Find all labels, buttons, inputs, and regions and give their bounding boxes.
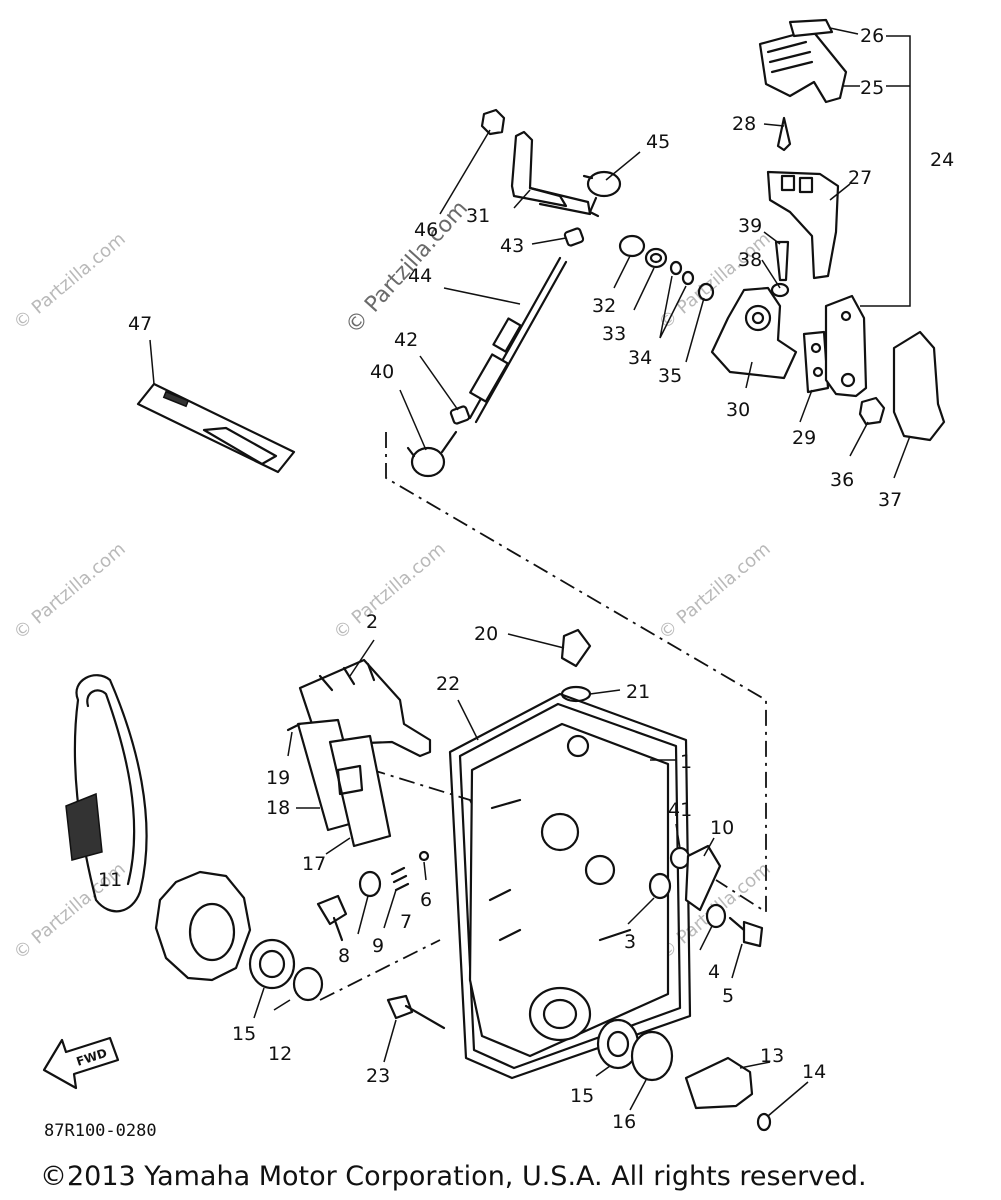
label-plate xyxy=(136,382,296,474)
watermark: © Partzilla.com xyxy=(330,538,450,643)
callout-23: 23 xyxy=(366,1065,390,1087)
case-assembly xyxy=(42,628,772,1132)
callout-47: 47 xyxy=(128,313,152,335)
callout-33: 33 xyxy=(602,323,626,345)
callout-16: 16 xyxy=(612,1111,636,1133)
callout-17: 17 xyxy=(302,853,326,875)
callout-19: 19 xyxy=(266,767,290,789)
callout-32: 32 xyxy=(592,295,616,317)
drawing-code: 87R100-0280 xyxy=(44,1121,157,1141)
callout-27: 27 xyxy=(848,167,872,189)
watermark: © Partzilla.com xyxy=(10,228,130,333)
callout-44: 44 xyxy=(408,265,432,287)
callout-30: 30 xyxy=(726,399,750,421)
callout-6: 6 xyxy=(420,889,432,911)
callout-4: 4 xyxy=(708,961,720,983)
callout-15: 15 xyxy=(232,1023,256,1045)
watermark: © Partzilla.com xyxy=(341,196,473,339)
shift-linkage-assembly xyxy=(406,18,946,478)
watermark: © Partzilla.com xyxy=(655,538,775,643)
callout-labels: 26 25 28 45 24 27 46 31 39 43 38 44 32 4… xyxy=(75,25,955,1133)
watermark: © Partzilla.com xyxy=(10,538,130,643)
callout-18: 18 xyxy=(266,797,290,819)
callout-36: 36 xyxy=(830,469,854,491)
callout-29: 29 xyxy=(792,427,816,449)
callout-31: 31 xyxy=(466,205,490,227)
callout-35: 35 xyxy=(658,365,682,387)
callout-12: 12 xyxy=(268,1043,292,1065)
callout-5: 5 xyxy=(722,985,734,1007)
callout-41: 41 xyxy=(668,799,692,821)
callout-7: 7 xyxy=(400,911,412,933)
copyright-notice: ©2013 Yamaha Motor Corporation, U.S.A. A… xyxy=(40,1161,867,1192)
callout-25: 25 xyxy=(860,77,884,99)
callout-14: 14 xyxy=(802,1061,826,1083)
callout-13: 13 xyxy=(760,1045,784,1067)
callout-37: 37 xyxy=(878,489,902,511)
leader-lines xyxy=(149,27,911,1117)
callout-24: 24 xyxy=(930,149,954,171)
callout-1: 1 xyxy=(680,751,692,773)
callout-21: 21 xyxy=(626,681,650,703)
callout-11: 11 xyxy=(98,869,122,891)
callout-15b: 15 xyxy=(570,1085,594,1107)
callout-10: 10 xyxy=(710,817,734,839)
callout-39: 39 xyxy=(738,215,762,237)
callout-38: 38 xyxy=(738,249,762,271)
callout-20: 20 xyxy=(474,623,498,645)
callout-40: 40 xyxy=(370,361,394,383)
callout-42: 42 xyxy=(394,329,418,351)
callout-34: 34 xyxy=(628,347,652,369)
callout-22: 22 xyxy=(436,673,460,695)
callout-2: 2 xyxy=(366,611,378,633)
callout-46: 46 xyxy=(414,219,438,241)
callout-9: 9 xyxy=(372,935,384,957)
callout-26: 26 xyxy=(860,25,884,47)
callout-3: 3 xyxy=(624,931,636,953)
callout-45: 45 xyxy=(646,131,670,153)
callout-43: 43 xyxy=(500,235,524,257)
forward-arrow-icon xyxy=(42,1036,120,1090)
callout-8: 8 xyxy=(338,945,350,967)
callout-28: 28 xyxy=(732,113,756,135)
